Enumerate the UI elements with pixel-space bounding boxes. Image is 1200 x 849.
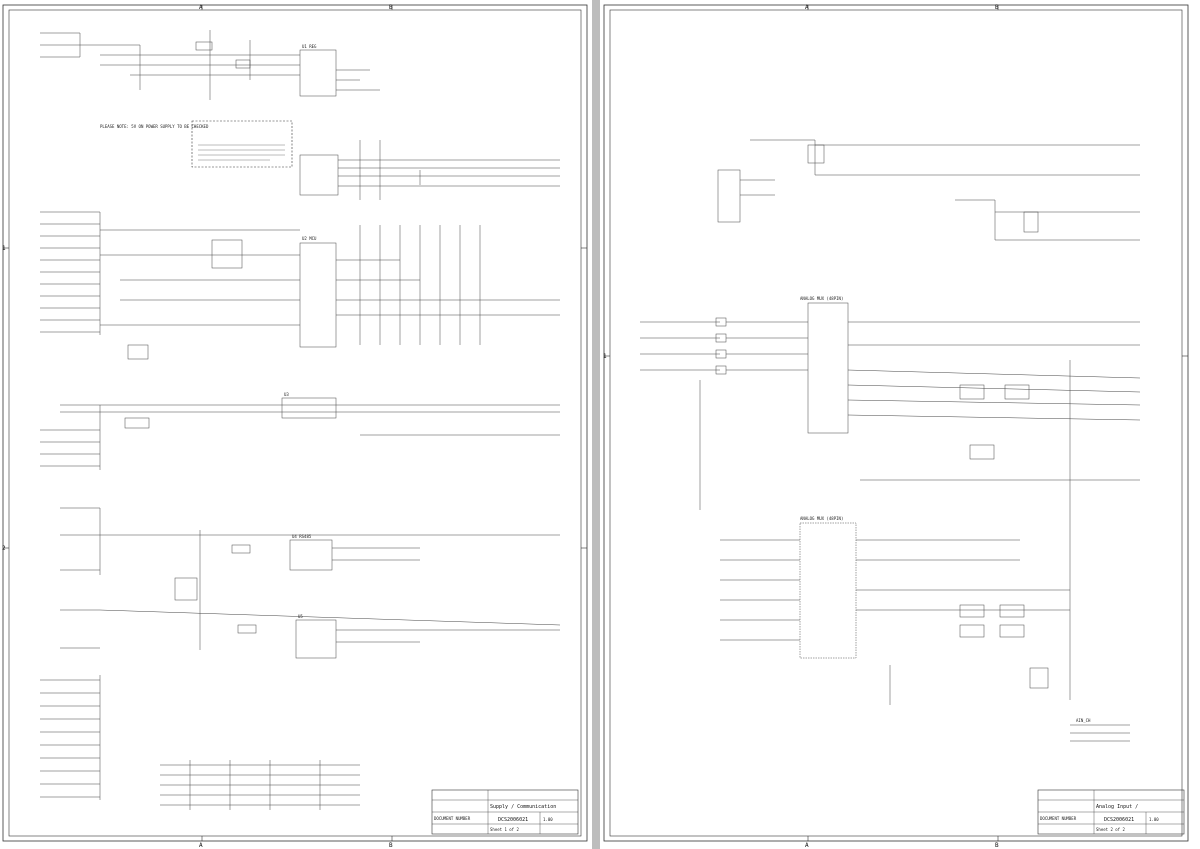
title-block-title: Analog Input /: [1096, 804, 1138, 810]
schematic-sheet-left: A B A B 1 2 U1 REG: [0, 0, 592, 849]
grid-row-label: 1: [603, 353, 607, 360]
ic-label: U5: [298, 614, 303, 619]
title-block-rev: 1.00: [543, 817, 553, 822]
title-block-left: Supply / Communication DOCUMENT NUMBER D…: [431, 789, 579, 835]
connector-section: [299, 140, 560, 200]
analog-mux-1: [640, 302, 1141, 700]
schematic-right-drawing: A B A B 1: [603, 4, 1189, 849]
mux-label: ANALOG MUX (48PIN): [800, 516, 843, 521]
ic-label: U2 MCU: [302, 236, 317, 241]
title-block-sheet: Sheet 2 of 2: [1096, 827, 1125, 832]
reference-section: [717, 139, 1140, 241]
title-block-right: Analog Input / DOCUMENT NUMBER DCS200602…: [1037, 789, 1185, 835]
grid-col-label: B: [995, 842, 999, 849]
mcu-section: [40, 211, 560, 360]
interface-section: [40, 397, 560, 470]
grid-col-label: A: [199, 4, 203, 11]
ic-label: U4 RS485: [292, 534, 312, 539]
signal-list: [40, 675, 360, 810]
grid-col-label: B: [995, 4, 999, 11]
power-note: PLEASE NOTE: 5V ON POWER SUPPLY TO BE CH…: [100, 124, 209, 129]
grid-col-label: A: [805, 842, 809, 849]
grid-row-label: 1: [2, 245, 6, 252]
ain-label: AIN_CH: [1076, 718, 1091, 723]
schematic-sheet-right: A B A B 1: [600, 0, 1200, 849]
grid-col-label: A: [805, 4, 809, 11]
title-block-doc-label: DOCUMENT NUMBER: [434, 816, 471, 821]
grid-col-label: A: [199, 842, 203, 849]
grid-col-label: B: [389, 4, 393, 11]
mux-label: ANALOG MUX (48PIN): [800, 296, 843, 301]
rs485-section: [60, 507, 561, 659]
ic-label: U1 REG: [302, 44, 317, 49]
ic-label: U3: [284, 392, 289, 397]
regulator-section: [40, 30, 380, 100]
analog-mux-2: [720, 522, 1070, 705]
grid-col-label: B: [389, 842, 393, 849]
note-box: [191, 120, 293, 168]
title-block-doc-number: DCS2006021: [1104, 817, 1134, 823]
title-block-rev: 1.00: [1149, 817, 1159, 822]
title-block-doc-number: DCS2006021: [498, 817, 528, 823]
output-nets: [1070, 724, 1130, 742]
schematic-left-drawing: A B A B 1 2 U1 REG: [2, 4, 588, 849]
title-block-title: Supply / Communication: [490, 804, 556, 810]
title-block-sheet: Sheet 1 of 2: [490, 827, 519, 832]
title-block-doc-label: DOCUMENT NUMBER: [1040, 816, 1077, 821]
grid-row-label: 2: [2, 545, 6, 552]
